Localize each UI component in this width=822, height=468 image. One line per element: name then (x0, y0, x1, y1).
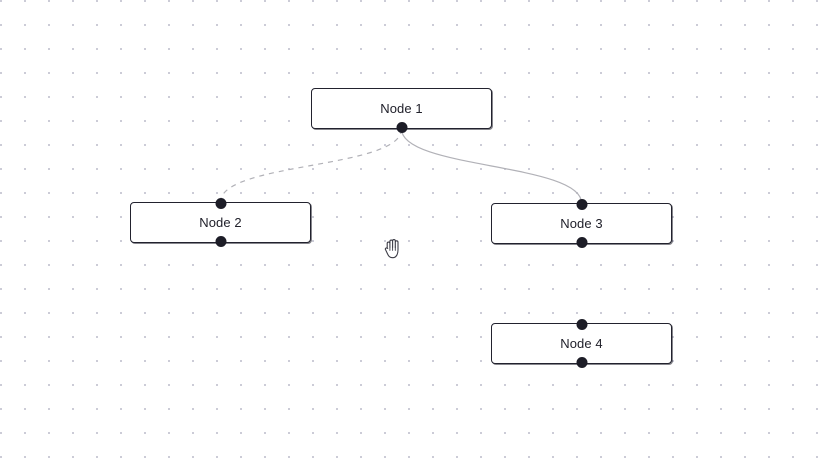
handle-bottom-node-2[interactable] (215, 236, 226, 247)
edge-node1-node2[interactable] (219, 128, 403, 203)
node-node-1[interactable]: Node 1 (311, 88, 492, 133)
node-label: Node 1 (380, 101, 423, 116)
handle-top-node-3[interactable] (576, 199, 587, 210)
node-label: Node 4 (560, 336, 603, 351)
handle-bottom-node-4[interactable] (576, 357, 587, 368)
edge-node1-node3[interactable] (400, 128, 583, 204)
node-node-4[interactable]: Node 4 (491, 319, 672, 368)
node-node-2[interactable]: Node 2 (130, 198, 311, 247)
node-label: Node 3 (560, 216, 603, 231)
handle-top-node-2[interactable] (215, 198, 226, 209)
node-label: Node 2 (199, 215, 242, 230)
node-node-3[interactable]: Node 3 (491, 199, 672, 248)
handle-bottom-node-1[interactable] (396, 122, 407, 133)
handle-bottom-node-3[interactable] (576, 237, 587, 248)
handle-top-node-4[interactable] (576, 319, 587, 330)
grab-hand-cursor (384, 239, 399, 259)
